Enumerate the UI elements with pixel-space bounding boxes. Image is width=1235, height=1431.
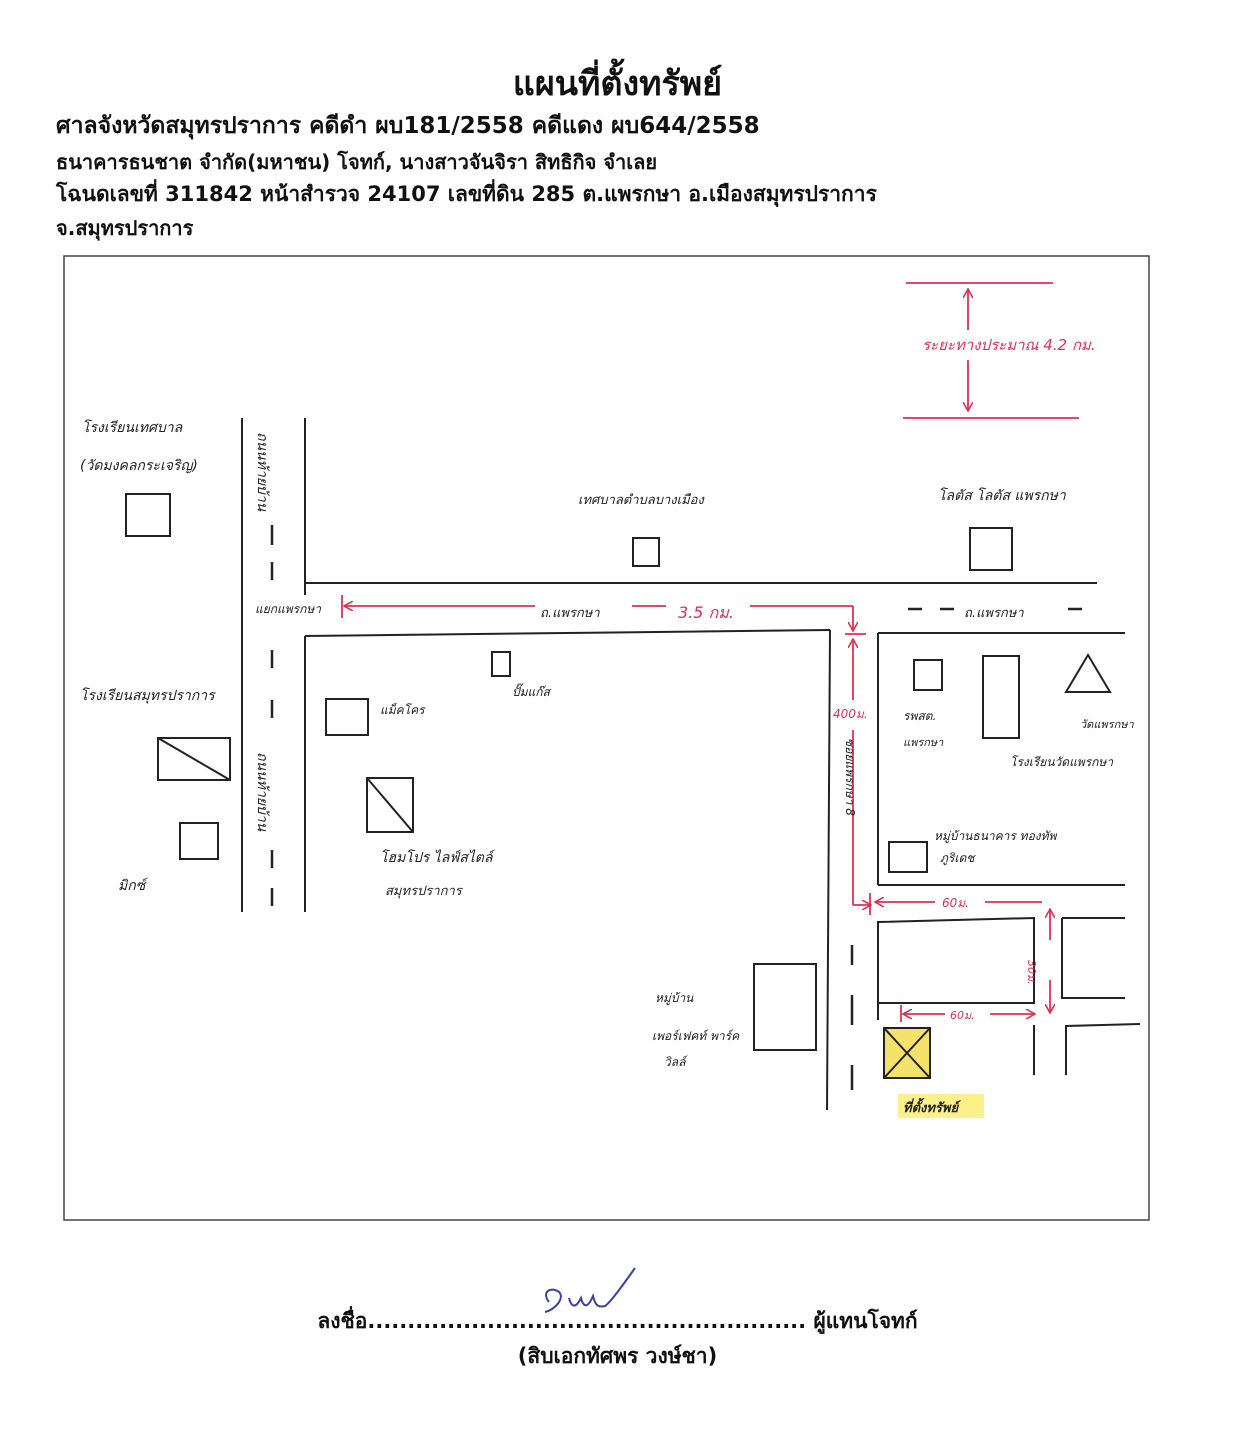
homepro-sublabel: สมุทรปราการ xyxy=(385,884,464,899)
temple-symbol xyxy=(1064,653,1112,693)
praeksa-road-lower-edge xyxy=(304,629,831,637)
village-label: หมู่บ้านธนาคาร ทองทัพ xyxy=(934,829,1058,844)
temple-school-sublabel: (วัดมงคลกระเจริญ) xyxy=(80,458,198,474)
property-marker xyxy=(883,1027,984,1118)
distance-60m-lower: 60ม. xyxy=(950,1009,975,1022)
gas-label: ปั๊มแก๊ส xyxy=(512,683,552,699)
scale-note: ระยะทางประมาณ 4.2 กม. xyxy=(922,336,1096,354)
homepro-building xyxy=(366,777,414,833)
page-title: แผนที่ตั้งทรัพย์ xyxy=(512,64,723,104)
village-building xyxy=(888,841,928,873)
rpsot-label: รพสต. xyxy=(903,709,936,723)
deed-line: โฉนดเลขที่ 311842 หน้าสำรวจ 24107 เลขที่… xyxy=(56,182,877,206)
school-samut-building xyxy=(157,737,231,781)
makro-label: แม็คโคร xyxy=(380,702,426,717)
distance-400m: 400ม. xyxy=(833,707,868,721)
temple-label: วัดแพรกษา xyxy=(1080,718,1134,731)
temple-school-label: โรงเรียนเทศบาล xyxy=(82,419,184,436)
school-praeksa-building xyxy=(982,655,1020,739)
school-samut-label: โรงเรียนสมุทรปราการ xyxy=(80,687,216,704)
map-frame xyxy=(63,255,1150,1221)
property-label: ที่ตั้งทรัพย์ xyxy=(903,1097,961,1116)
rpsot-sublabel: แพรกษา xyxy=(903,736,944,749)
main-road-label-lower: ถนนท้ายบ้าน xyxy=(254,752,270,832)
police-label: เทศบาลตำบลบางเมือง xyxy=(578,493,705,508)
distance-30m: 30ม. xyxy=(1025,960,1038,985)
tesco-label: โลตัส โลตัส แพรกษา xyxy=(938,487,1067,504)
gas-building xyxy=(491,651,511,677)
soi-label: ซอยแพรกษา 8 xyxy=(843,738,857,816)
province-line: จ.สมุทรปราการ xyxy=(56,216,194,240)
rpsot-building xyxy=(913,659,943,691)
court-case-line: ศาลจังหวัดสมุทรปราการ คดีดำ ผบ181/2558 ค… xyxy=(56,113,760,139)
school-praeksa-label: โรงเรียนวัดแพรกษา xyxy=(1010,755,1114,769)
handwritten-signature xyxy=(544,1267,636,1313)
temple-school-building xyxy=(125,493,171,537)
lower-village-label-3: วิลล์ xyxy=(664,1055,688,1069)
lower-village-label: หมู่บ้าน xyxy=(655,991,694,1006)
praeksa-road-label-right: ถ.แพรกษา xyxy=(964,606,1024,621)
mikro-label: มิกซ์ xyxy=(118,877,148,894)
village-sublabel: ภูริเดช xyxy=(940,851,976,866)
homepro-label: โฮมโปร ไลฟ์สไตล์ xyxy=(380,849,495,866)
distance-60m-upper: 60ม. xyxy=(942,896,969,910)
praeksa-road-label-left: ถ.แพรกษา xyxy=(540,606,600,621)
distance-3-5km: 3.5 กม. xyxy=(678,603,734,622)
junction-label: แยกแพรกษา xyxy=(255,602,322,616)
soi-left-edge xyxy=(826,629,831,1111)
lower-village-building xyxy=(753,963,817,1051)
mikro-building xyxy=(179,822,219,860)
tesco-building xyxy=(969,527,1013,571)
makro-building xyxy=(325,698,369,736)
police-building xyxy=(632,537,660,567)
parties-line: ธนาคารธนชาต จำกัด(มหาชน) โจทก์, นางสาวจั… xyxy=(56,150,658,174)
main-road-label-upper: ถนนท้ายบ้าน xyxy=(254,432,270,512)
lower-village-label-2: เพอร์เฟคท์ พาร์ค xyxy=(652,1029,740,1043)
signature-line: ลงชื่อ..................................… xyxy=(317,1309,918,1333)
signatory-name: (สิบเอกทัศพร วงษ์ชา) xyxy=(517,1344,718,1368)
